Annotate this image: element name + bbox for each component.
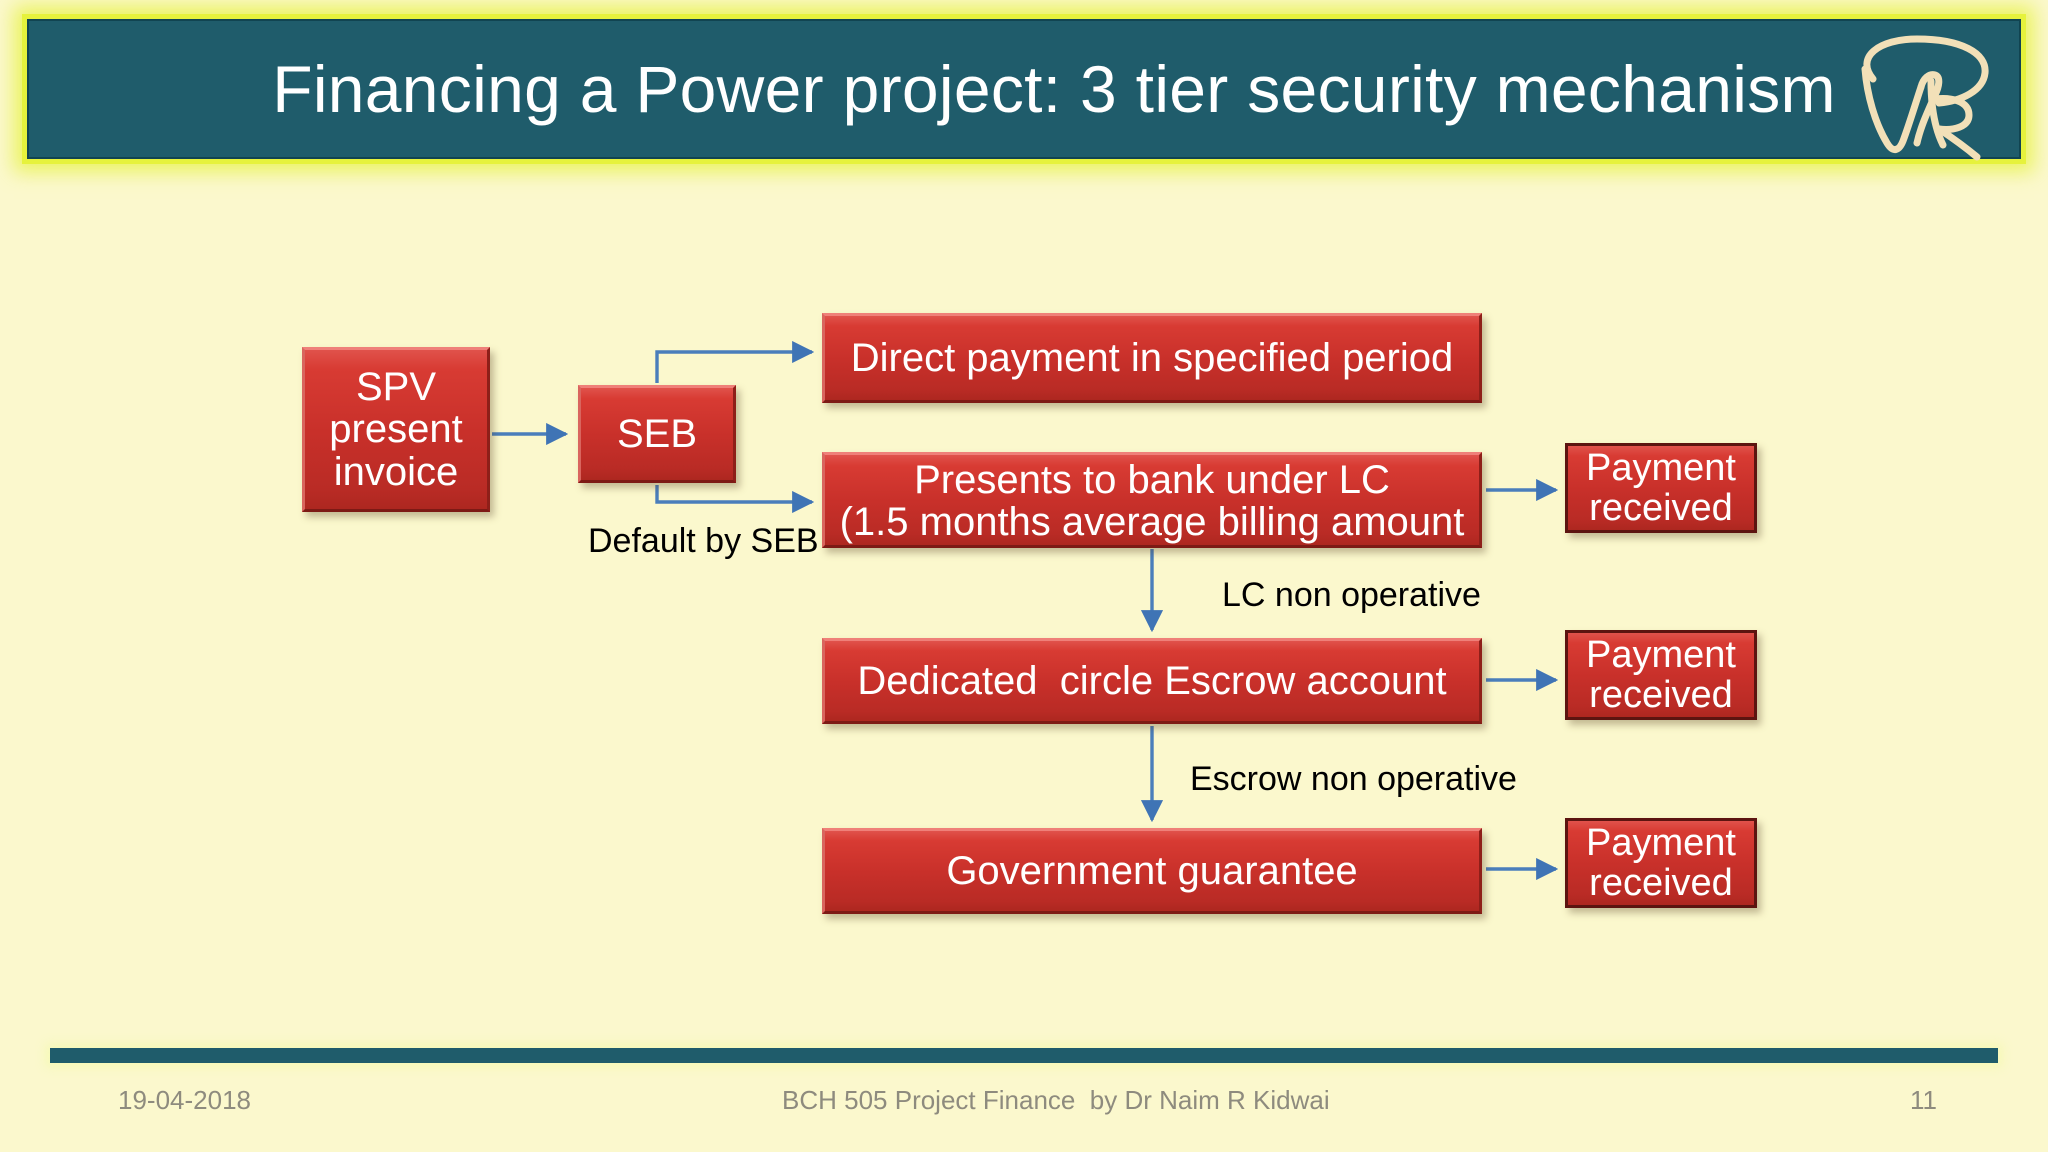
flow-box-payment-received-lc[interactable]: Payment received [1565, 443, 1757, 533]
edge-label-lc-non-operative: LC non operative [1222, 576, 1481, 614]
edge-label-escrow-non-operative: Escrow non operative [1190, 760, 1517, 798]
slide-title-bar: Financing a Power project: 3 tier securi… [22, 14, 2026, 164]
flow-box-presents-to-bank-under-lc[interactable]: Presents to bank under LC (1.5 months av… [822, 452, 1482, 548]
footer-divider [50, 1048, 1998, 1063]
flow-box-payment-received-govt[interactable]: Payment received [1565, 818, 1757, 908]
flow-box-dedicated-circle-escrow-account[interactable]: Dedicated circle Escrow account [822, 638, 1482, 724]
flow-box-direct-payment[interactable]: Direct payment in specified period [822, 313, 1482, 403]
flow-box-spv-present-invoice[interactable]: SPV present invoice [302, 347, 490, 512]
flow-box-seb[interactable]: SEB [578, 385, 736, 483]
flow-box-government-guarantee[interactable]: Government guarantee [822, 828, 1482, 914]
footer-date: 19-04-2018 [118, 1085, 251, 1115]
connector-seb-to-lc [655, 485, 815, 514]
edge-label-default-by-seb: Default by SEB [588, 522, 819, 560]
footer-page-number: 11 [1910, 1085, 1937, 1115]
flow-box-payment-received-escrow[interactable]: Payment received [1565, 630, 1757, 720]
page-title: Financing a Power project: 3 tier securi… [272, 52, 1836, 126]
footer-course-label: BCH 505 Project Finance by Dr Naim R Kid… [782, 1085, 1330, 1115]
connector-seb-to-direct [655, 340, 815, 383]
